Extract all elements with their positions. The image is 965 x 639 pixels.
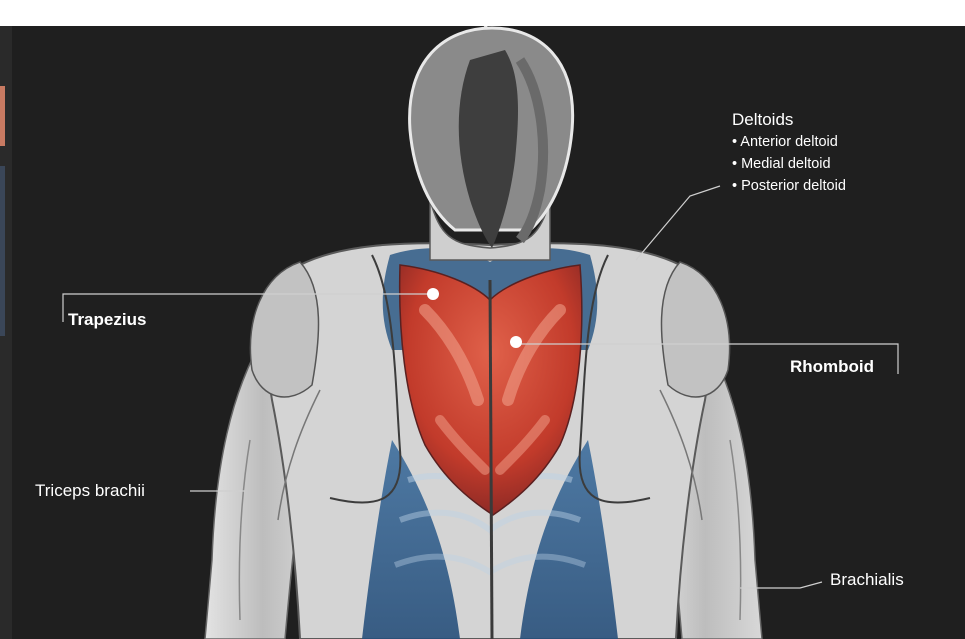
deltoids-leader [636,186,720,260]
trapezius-label: Trapezius [68,310,146,330]
triceps-label: Triceps brachii [35,481,145,501]
anterior-deltoid-item: • Anterior deltoid [732,131,846,153]
rhomboid-marker [510,336,522,348]
anatomy-illustration: Deltoids • Anterior deltoid • Medial del… [12,26,965,639]
brachialis-label: Brachialis [830,570,904,590]
left-edge-panel [0,26,12,639]
deltoids-label-group: Deltoids • Anterior deltoid • Medial del… [732,109,846,197]
posterior-deltoid-item: • Posterior deltoid [732,175,846,197]
rhomboid-label: Rhomboid [790,357,874,377]
medial-deltoid-item: • Medial deltoid [732,153,846,175]
trapezius-marker [427,288,439,300]
deltoids-title: Deltoids [732,109,846,131]
right-deltoid [661,262,729,397]
left-deltoid [250,262,318,397]
top-margin [0,0,965,26]
